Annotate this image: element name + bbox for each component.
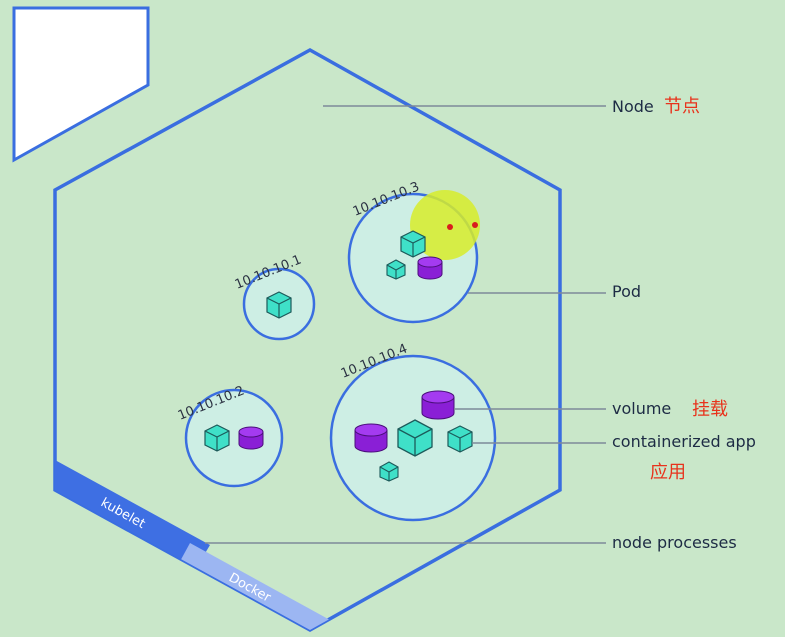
pod-10-10-10-3	[347, 190, 480, 324]
cursor-highlight	[410, 190, 480, 260]
highlight-dot	[472, 222, 478, 228]
volume-icon	[417, 256, 443, 280]
containerized-app-label: containerized app	[612, 432, 756, 451]
kubelet-band	[55, 460, 210, 570]
pod-10-10-10-4	[329, 354, 497, 522]
node-processes-label: node processes	[612, 533, 737, 552]
pod-10-10-10-1	[242, 267, 316, 341]
volume-icon	[421, 390, 455, 420]
volume-icon	[354, 423, 388, 453]
container-icon	[204, 424, 230, 452]
highlight-dot	[447, 224, 453, 230]
volume-label: volume	[612, 399, 671, 418]
container-icon	[386, 259, 406, 280]
containerized-app-label-cn: 应用	[650, 462, 686, 483]
pod-label: Pod	[612, 282, 641, 301]
pod-10-10-10-2	[184, 388, 284, 488]
node-label: Node	[612, 97, 654, 116]
node-processes-bands	[55, 460, 330, 630]
volume-icon	[238, 426, 264, 450]
container-icon	[266, 291, 292, 319]
container-icon	[397, 419, 433, 457]
container-icon	[400, 230, 426, 258]
docker-band	[178, 543, 330, 630]
node-label-cn: 节点	[664, 96, 700, 117]
container-icon	[379, 461, 399, 482]
volume-label-cn: 挂载	[692, 399, 728, 420]
container-icon	[447, 425, 473, 453]
background-card	[12, 6, 150, 163]
